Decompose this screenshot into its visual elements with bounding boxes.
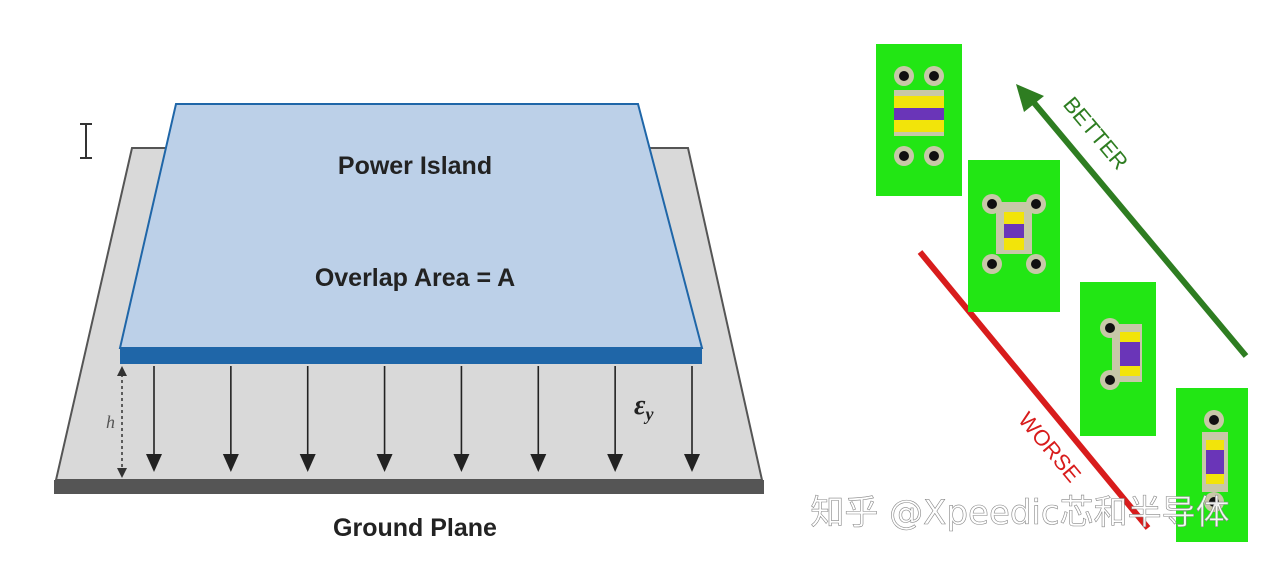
- power-island-label: Power Island: [338, 152, 492, 180]
- text-cursor-icon: [80, 123, 92, 159]
- field-arrowhead: [530, 454, 547, 472]
- permittivity-symbol: εy: [634, 390, 654, 424]
- field-arrowhead: [376, 454, 393, 472]
- height-symbol: h: [106, 412, 115, 432]
- permittivity-main: ε: [634, 390, 646, 421]
- height-dimension: [117, 366, 127, 478]
- layout-option-2: [968, 160, 1060, 312]
- field-arrowhead: [299, 454, 316, 472]
- layout-option-1: [876, 44, 962, 196]
- permittivity-subscript: y: [643, 404, 654, 424]
- ground-plane-edge: [54, 480, 764, 494]
- field-arrows: [146, 366, 700, 472]
- worse-arrow: [917, 250, 1151, 530]
- watermark: 知乎 @Xpeedic芯和半导体: [810, 493, 1229, 533]
- better-arrow: [1027, 96, 1249, 358]
- field-arrowhead: [453, 454, 470, 472]
- worse-label: WORSE: [1013, 407, 1086, 487]
- capacitor-placement-diagram: BETTER WORSE: [876, 44, 1249, 542]
- field-arrowhead: [146, 454, 162, 472]
- capacitance-diagram: h εy Power Island Overlap Area = A Groun…: [54, 103, 764, 542]
- power-island: [118, 103, 704, 349]
- field-arrowhead: [607, 454, 624, 472]
- power-island-edge: [120, 348, 702, 364]
- better-label: BETTER: [1058, 92, 1133, 175]
- field-arrowhead: [684, 454, 700, 472]
- layout-option-4: [1176, 388, 1248, 542]
- layout-option-3: [1080, 282, 1156, 436]
- better-arrowhead: [1016, 84, 1044, 112]
- field-arrowhead: [222, 454, 239, 472]
- ground-plane-label: Ground Plane: [333, 514, 497, 542]
- overlap-area-label: Overlap Area = A: [315, 264, 515, 292]
